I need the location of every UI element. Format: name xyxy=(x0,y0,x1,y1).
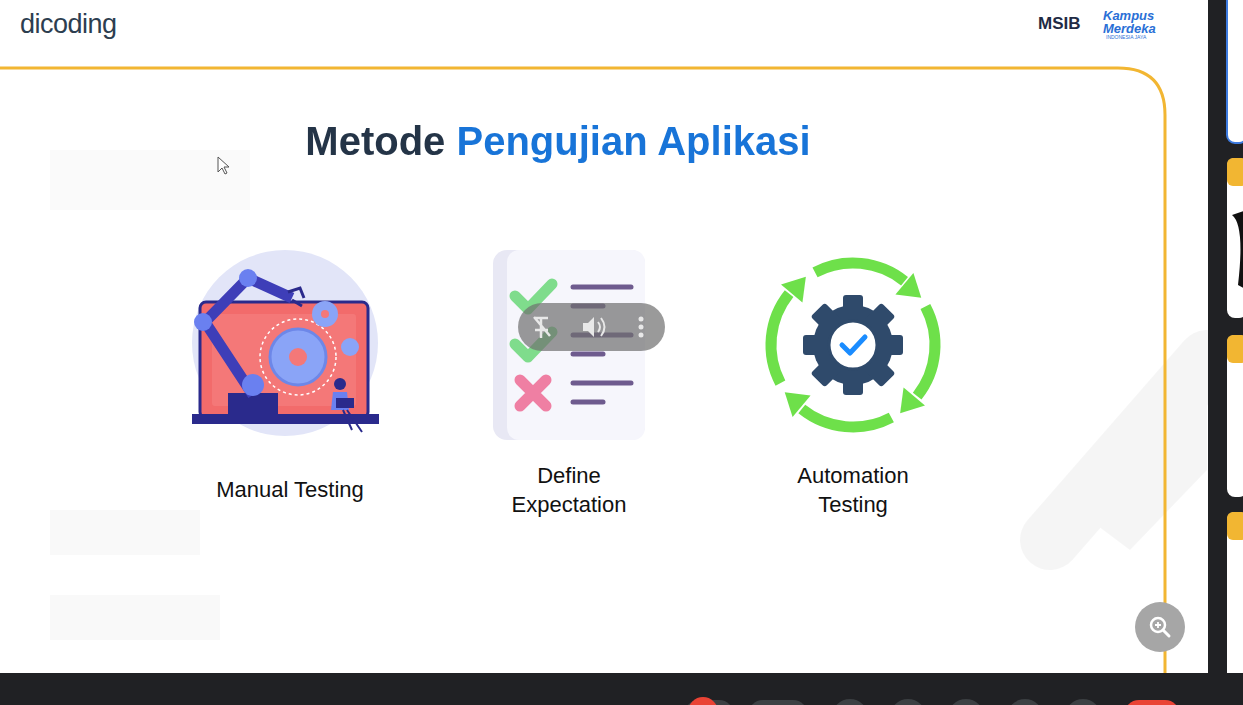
method-caption: Manual Testing xyxy=(185,476,395,505)
robot-arm-illustration xyxy=(192,250,379,436)
meeting-toolbar xyxy=(0,673,1243,705)
method-caption: Automation Testing xyxy=(778,462,928,519)
brand-logo: Kampus Merdeka xyxy=(1103,9,1173,35)
participant-panel xyxy=(1208,0,1243,705)
watermark-shape xyxy=(50,150,1207,640)
automation-gear-illustration xyxy=(724,216,982,474)
zoom-button xyxy=(1135,602,1185,652)
slide-title: Metode Pengujian Aplikasi xyxy=(208,117,908,165)
brand-tagline: INDONESIA JAYA xyxy=(1106,35,1176,40)
slide-background xyxy=(0,0,1208,673)
frame-line xyxy=(0,68,1165,673)
video-overlay-controls xyxy=(518,303,665,351)
method-caption: Define Expectation xyxy=(494,462,644,519)
brand-logo: MSIB xyxy=(1038,15,1100,34)
mouse-cursor xyxy=(218,157,229,174)
title-run: Metode Pengujian Aplikasi xyxy=(305,119,810,163)
brand-logo: dicoding xyxy=(20,8,160,40)
